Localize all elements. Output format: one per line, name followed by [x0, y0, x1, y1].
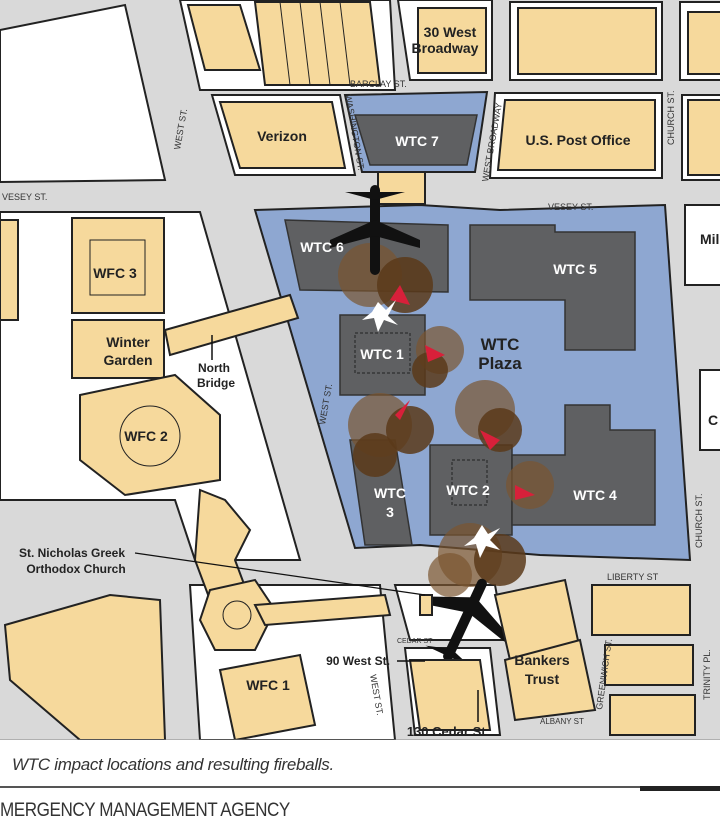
wfc3-inner [89, 239, 146, 296]
label-mil: Mil [700, 231, 719, 247]
church-pointer [134, 552, 426, 596]
building-stripes [279, 1, 351, 86]
label-wtc5: WTC 5 [553, 261, 597, 277]
wfc-walkway [193, 488, 252, 601]
block-top-left [0, 3, 167, 184]
street-trinity: TRINITY PL. [702, 649, 712, 700]
label-wtc1: WTC 1 [360, 346, 404, 362]
building-wtc5 [469, 224, 636, 351]
wfc2-dome [119, 405, 181, 467]
label-winter-garden-1: Winter [106, 334, 150, 350]
label-wtc4: WTC 4 [573, 487, 617, 503]
wtc7-bridge [377, 171, 426, 205]
label-verizon: Verizon [257, 128, 307, 144]
street-church-bottom: CHURCH ST. [694, 493, 704, 548]
label-bankers-trust-2: Trust [525, 671, 560, 687]
building-church-st [687, 99, 720, 176]
wtc1-core [354, 332, 411, 374]
wfc1-dome [222, 600, 252, 630]
street-cedar: CEDAR ST [397, 638, 433, 645]
building-wfc3 [71, 217, 165, 314]
street-albany: ALBANY ST [540, 717, 584, 726]
label-church-1: St. Nicholas Greek [19, 546, 125, 560]
divider [0, 786, 720, 788]
wfc-south-bridge [253, 593, 392, 627]
label-wtc6: WTC 6 [300, 239, 344, 255]
street-church-top: CHURCH ST. [666, 90, 676, 145]
street-vesey-right: VESEY ST. [548, 202, 593, 212]
building-90-west [408, 659, 492, 731]
street-barclay: BARCLAY ST. [350, 79, 407, 89]
label-wfc1: WFC 1 [246, 677, 290, 693]
impact-flash-icon [362, 300, 398, 332]
agency-footer: MERGENCY MANAGEMENT AGENCY [0, 800, 290, 821]
divider-accent [640, 786, 720, 791]
label-north-bridge-2: Bridge [197, 376, 235, 390]
label-wfc2: WFC 2 [124, 428, 168, 444]
building-greenwich-2 [609, 694, 696, 736]
block-mil [684, 204, 720, 286]
building-wtc7 [353, 114, 478, 166]
label-wtc3-2: 3 [386, 504, 394, 520]
building-30-west-broadway [417, 7, 487, 74]
label-30-west-broadway-2: Broadway [412, 40, 479, 56]
building-winter-garden [71, 319, 165, 379]
label-30-west-broadway-1: 30 West [424, 24, 477, 40]
label-wtc7: WTC 7 [395, 133, 439, 149]
label-wtc3-1: WTC [374, 485, 406, 501]
building-liberty [591, 584, 691, 636]
building-wfc2 [79, 373, 221, 497]
label-winter-garden-2: Garden [103, 352, 152, 368]
building-st-nicholas [419, 594, 433, 616]
street-liberty: LIBERTY ST [607, 572, 659, 582]
label-130-cedar: 130 Cedar St. [407, 724, 489, 739]
building-top-right [517, 7, 657, 75]
airplane-icon [330, 185, 420, 275]
label-post-office: U.S. Post Office [525, 132, 630, 148]
block-c [699, 369, 720, 451]
building-far-right [687, 11, 720, 75]
label-wtc2: WTC 2 [446, 482, 490, 498]
label-bankers-trust-1: Bankers [514, 652, 569, 668]
street-vesey-left: VESEY ST. [2, 192, 47, 202]
fire-marks [380, 285, 535, 500]
label-church-2: Orthodox Church [26, 562, 125, 576]
label-plaza-2: Plaza [478, 354, 522, 373]
building-wfc1 [218, 653, 317, 740]
north-bridge [163, 293, 300, 357]
label-plaza-1: WTC [481, 335, 520, 354]
building-southwest [3, 593, 167, 740]
building-verizon [218, 101, 347, 169]
label-wfc3: WFC 3 [93, 265, 137, 281]
label-90-west: 90 West St. [326, 654, 390, 668]
building-top-striped [253, 0, 382, 86]
label-c: C [708, 412, 718, 428]
building-greenwich-1 [604, 644, 694, 686]
label-north-bridge-1: North [198, 361, 230, 375]
building-left-edge [0, 219, 19, 321]
figure-caption: WTC impact locations and resulting fireb… [12, 755, 334, 774]
impact-flash-icon [464, 525, 500, 558]
building-bankers-trust [503, 638, 597, 722]
wtc2-core [451, 459, 488, 506]
building-top-1 [186, 4, 262, 71]
building-post-office [496, 99, 656, 171]
wfc1-octagon [198, 578, 277, 651]
wtc-site-map: 30 West Broadway Verizon WTC 7 U.S. Post… [0, 0, 720, 740]
